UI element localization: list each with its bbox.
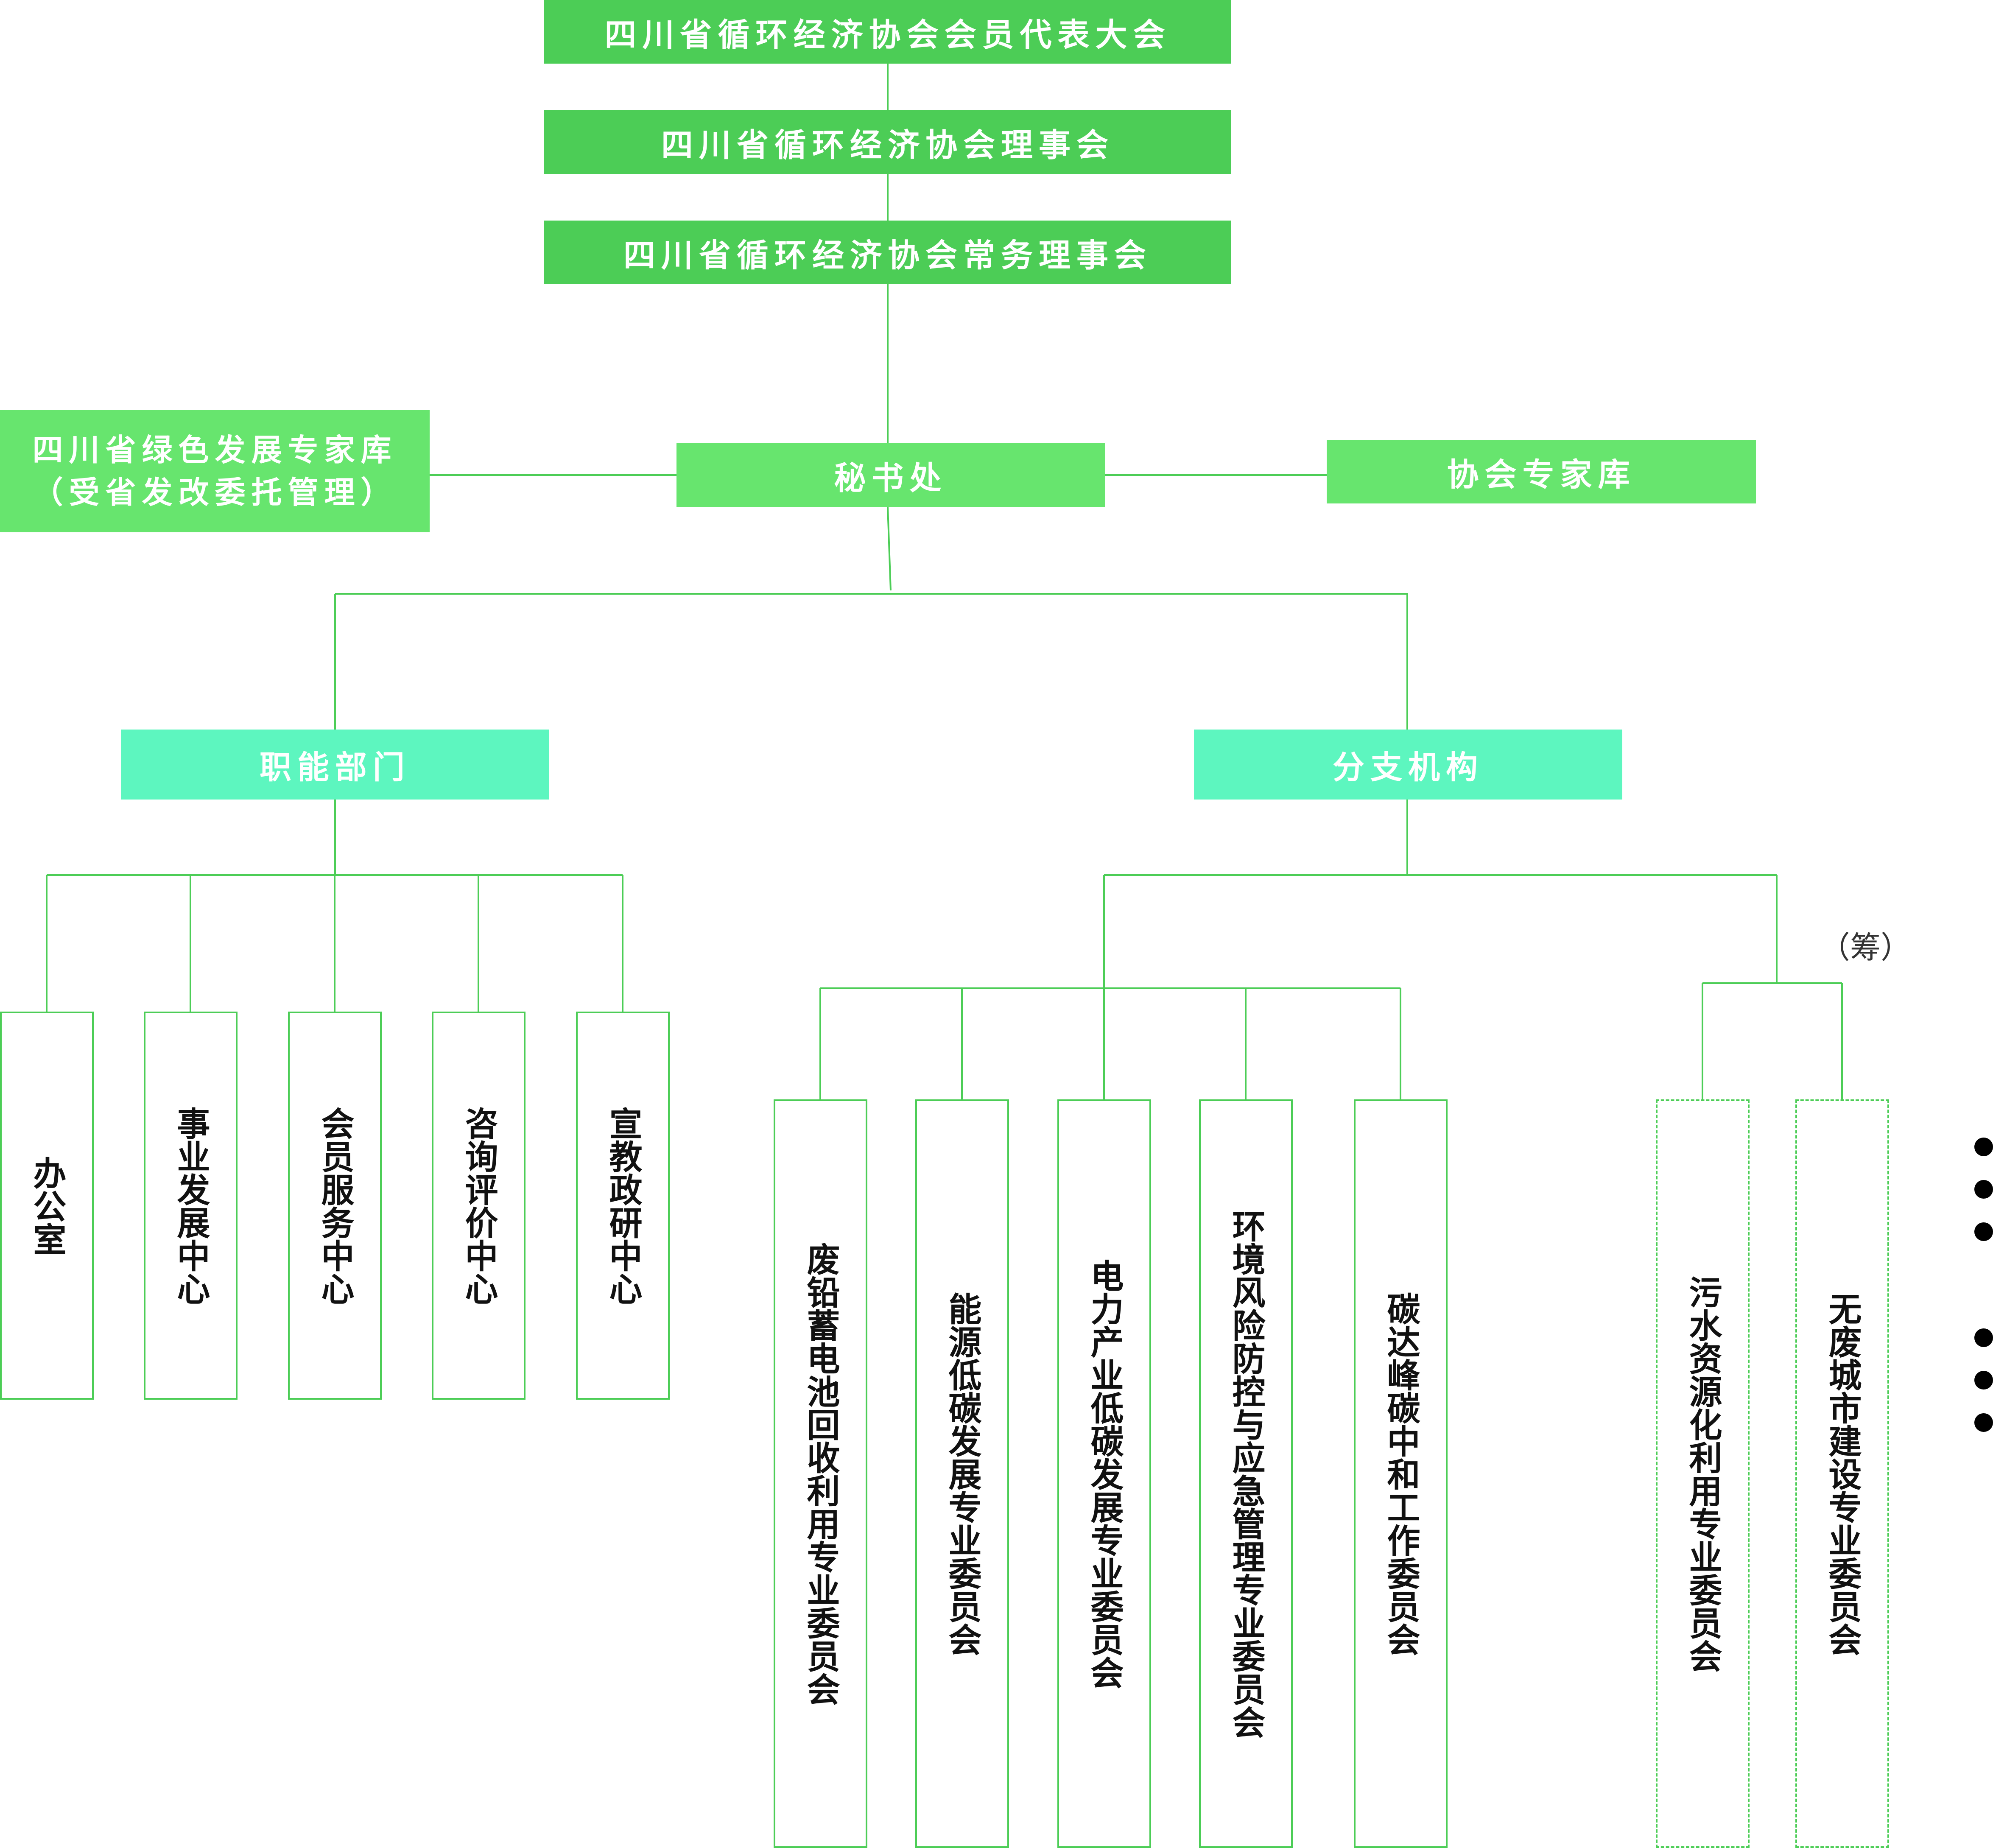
department-box: 事业发展中心 <box>144 1012 238 1400</box>
preparing-committee-label: 污水资源化利用专业委员会 <box>1683 1275 1722 1672</box>
association-expert-database-label: 协会专家库 <box>1447 456 1636 493</box>
member-congress-label: 四川省循环经济协会会员代表大会 <box>604 16 1171 53</box>
department-label: 事业发展中心 <box>171 1106 210 1305</box>
bullet-dot <box>1974 1413 1993 1432</box>
department-label: 宣教政研中心 <box>604 1106 642 1305</box>
preparing-committee-box: 污水资源化利用专业委员会 <box>1656 1099 1750 1848</box>
committee-box: 废铅蓄电池回收利用专业委员会 <box>774 1099 867 1848</box>
preparing-note: （筹） <box>1820 930 1912 965</box>
committee-box: 碳达峰碳中和工作委员会 <box>1354 1099 1448 1848</box>
committee-label: 碳达峰碳中和工作委员会 <box>1381 1292 1420 1656</box>
secretariat-box: 秘书处 <box>676 443 1105 507</box>
green-expert-database-title: 四川省绿色发展专家库 <box>32 432 397 468</box>
functional-departments-label: 职能部门 <box>259 749 411 786</box>
council-box: 四川省循环经济协会理事会 <box>544 110 1231 174</box>
preparing-committee-box: 无废城市建设专业委员会 <box>1795 1099 1889 1848</box>
council-label: 四川省循环经济协会理事会 <box>661 126 1114 164</box>
member-congress-box: 四川省循环经济协会会员代表大会 <box>544 0 1231 64</box>
green-expert-database-box: 四川省绿色发展专家库 （受省发改委托管理） <box>0 410 430 532</box>
bullet-dot <box>1974 1138 1993 1156</box>
committee-label: 能源低碳发展专业委员会 <box>943 1292 981 1656</box>
green-expert-database-note: （受省发改委托管理） <box>32 475 397 510</box>
bullet-dot <box>1974 1328 1993 1347</box>
committee-box: 电力产业低碳发展专业委员会 <box>1057 1099 1151 1848</box>
department-label: 会员服务中心 <box>316 1106 354 1305</box>
branch-organizations-label: 分支机构 <box>1332 749 1484 786</box>
committee-box: 环境风险防控与应急管理专业委员会 <box>1199 1099 1293 1848</box>
secretariat-label: 秘书处 <box>834 459 948 497</box>
committee-label: 环境风险防控与应急管理专业委员会 <box>1227 1209 1265 1739</box>
committee-box: 能源低碳发展专业委员会 <box>915 1099 1009 1848</box>
committee-label: 废铅蓄电池回收利用专业委员会 <box>801 1242 840 1705</box>
committee-label: 电力产业低碳发展专业委员会 <box>1085 1258 1124 1689</box>
department-box: 会员服务中心 <box>288 1012 382 1400</box>
bullet-dot <box>1974 1222 1993 1241</box>
department-box: 办公室 <box>0 1012 94 1400</box>
branch-organizations-box: 分支机构 <box>1194 730 1622 800</box>
department-label: 办公室 <box>28 1156 66 1255</box>
preparing-committee-label: 无废城市建设专业委员会 <box>1823 1292 1862 1656</box>
standing-council-box: 四川省循环经济协会常务理事会 <box>544 221 1231 284</box>
functional-departments-box: 职能部门 <box>121 730 549 800</box>
department-box: 宣教政研中心 <box>576 1012 670 1400</box>
bullet-dot <box>1974 1371 1993 1389</box>
association-expert-database-box: 协会专家库 <box>1327 440 1756 503</box>
department-label: 咨询评价中心 <box>459 1106 498 1305</box>
standing-council-label: 四川省循环经济协会常务理事会 <box>623 236 1152 274</box>
bullet-dot <box>1974 1180 1993 1199</box>
department-box: 咨询评价中心 <box>432 1012 526 1400</box>
